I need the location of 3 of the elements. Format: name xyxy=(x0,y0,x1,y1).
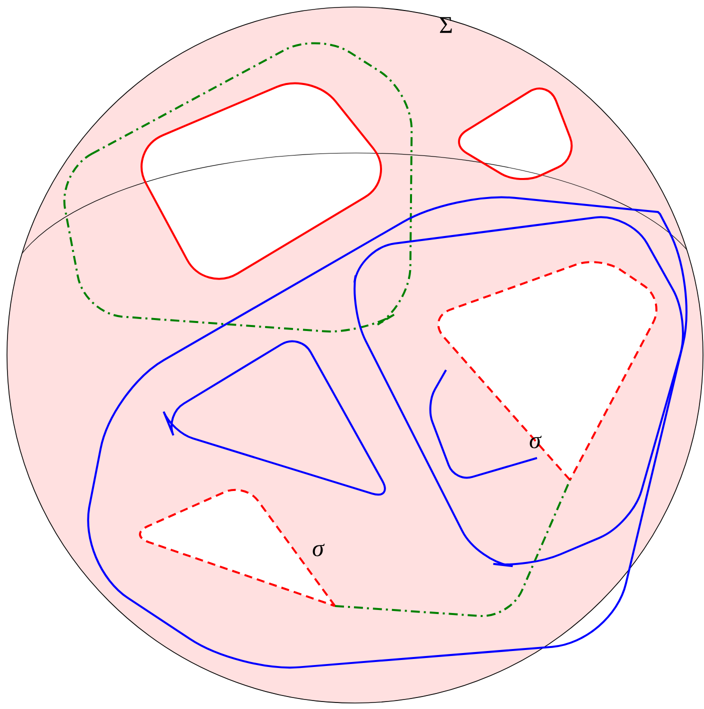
curve-label: σ xyxy=(312,544,325,556)
surface-label: Σ xyxy=(440,17,452,33)
curve-label: σ xyxy=(530,436,542,448)
